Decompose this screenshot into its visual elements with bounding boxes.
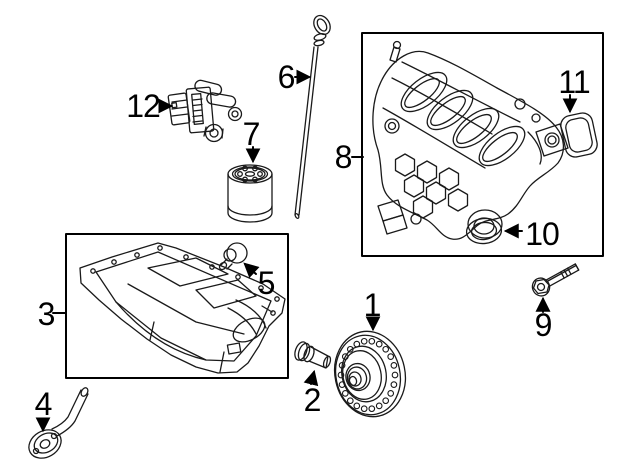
callout-label-10: 10: [525, 216, 560, 252]
callout-label-9: 9: [534, 307, 553, 343]
torque-converter-drawing: [333, 330, 407, 418]
oil-pan-drawing: [79, 242, 286, 374]
oil-filter-drawing: [227, 164, 273, 223]
callout-label-11: 11: [558, 64, 590, 100]
oil-pan-group-box: [65, 233, 289, 379]
callout-label-2: 2: [303, 382, 322, 418]
intake-manifold-drawing: [372, 40, 569, 240]
intake-manifold-group-box: [361, 32, 604, 257]
callout-label-12: 12: [126, 88, 161, 124]
callout-label-4: 4: [34, 386, 53, 422]
drain-plug-drawing: [218, 242, 248, 271]
oil-pickup-tube-drawing: [28, 387, 89, 459]
converter-bolt-drawing: [294, 341, 332, 369]
callout-label-6: 6: [277, 59, 296, 95]
manifold-gasket-drawing: [560, 112, 598, 158]
oil-dipstick-drawing: [294, 14, 331, 219]
callout-label-1: 1: [363, 287, 382, 323]
callout-arrows: [35, 69, 578, 433]
manifold-bolt-drawing: [531, 263, 580, 297]
map-sensor-drawing: [167, 79, 243, 143]
callout-label-7: 7: [242, 116, 261, 152]
callout-label-5: 5: [257, 265, 276, 301]
callout-label-8: 8: [334, 139, 353, 175]
callout-2-arrow: [303, 369, 319, 387]
callout-5-arrow: [243, 262, 260, 279]
o-ring-seal-drawing: [465, 217, 503, 245]
callout-label-3: 3: [37, 296, 56, 332]
